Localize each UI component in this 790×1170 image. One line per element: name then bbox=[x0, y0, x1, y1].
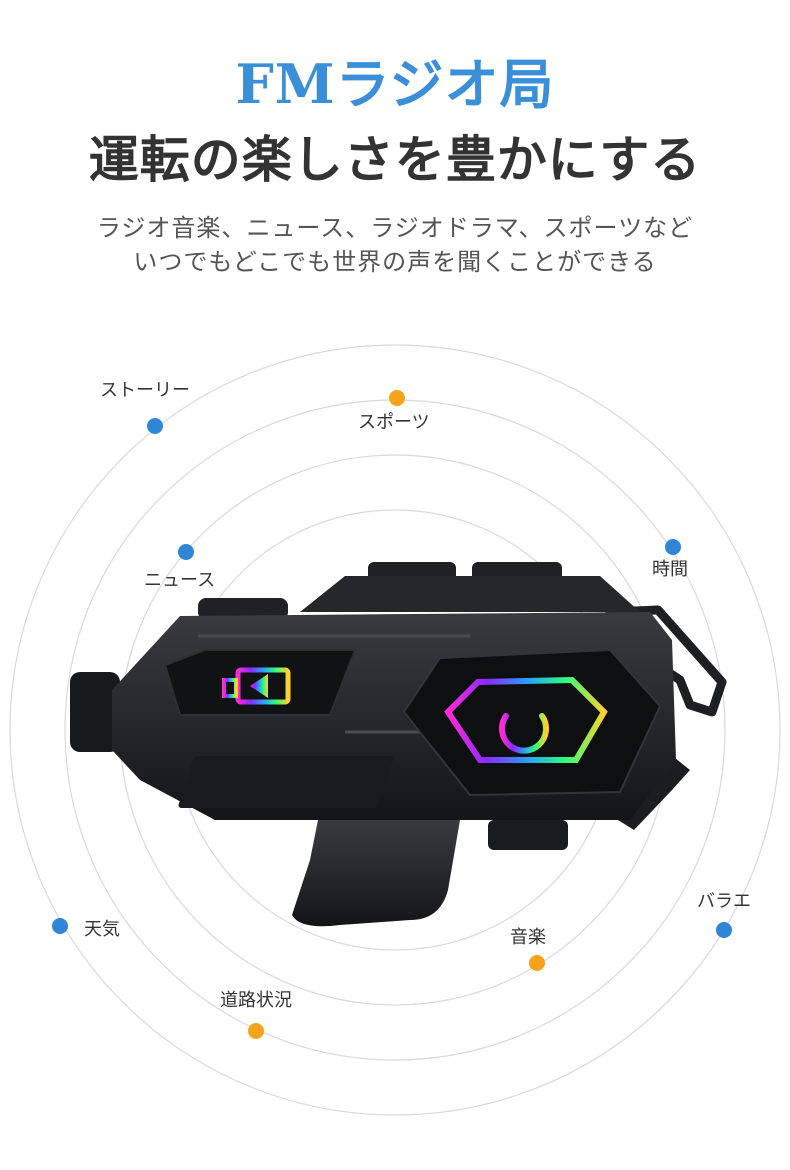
power-icon[interactable] bbox=[499, 700, 549, 754]
label-news: ニュース bbox=[144, 570, 215, 591]
label-traffic: 道路状況 bbox=[220, 990, 292, 1011]
dot-sports bbox=[389, 390, 405, 406]
dot-music bbox=[529, 955, 545, 971]
label-variety: バラエ bbox=[697, 891, 751, 912]
label-sports: スポーツ bbox=[358, 412, 430, 433]
label-weather: 天気 bbox=[84, 919, 120, 940]
dot-variety bbox=[716, 922, 732, 938]
dot-story bbox=[147, 418, 163, 434]
subtitle-line-2: いつでもどこでも世界の声を聞くことができる bbox=[133, 248, 657, 276]
page-title: FMラジオ局 bbox=[235, 52, 555, 116]
dot-weather bbox=[52, 918, 68, 934]
orbit-ring bbox=[9, 344, 781, 1116]
dot-traffic bbox=[248, 1023, 264, 1039]
label-story: ストーリー bbox=[100, 380, 190, 401]
dot-time bbox=[665, 539, 681, 555]
label-music: 音楽 bbox=[510, 927, 546, 948]
subtitle-line-1: ラジオ音楽、ニュース、ラジオドラマ、スポーツなど bbox=[96, 214, 694, 242]
dot-news bbox=[178, 544, 194, 560]
play-mode-icon bbox=[222, 667, 291, 705]
headline: 運転の楽しさを豊かにする bbox=[88, 131, 702, 189]
intercom-device bbox=[70, 562, 727, 927]
label-time: 時間 bbox=[652, 559, 688, 580]
